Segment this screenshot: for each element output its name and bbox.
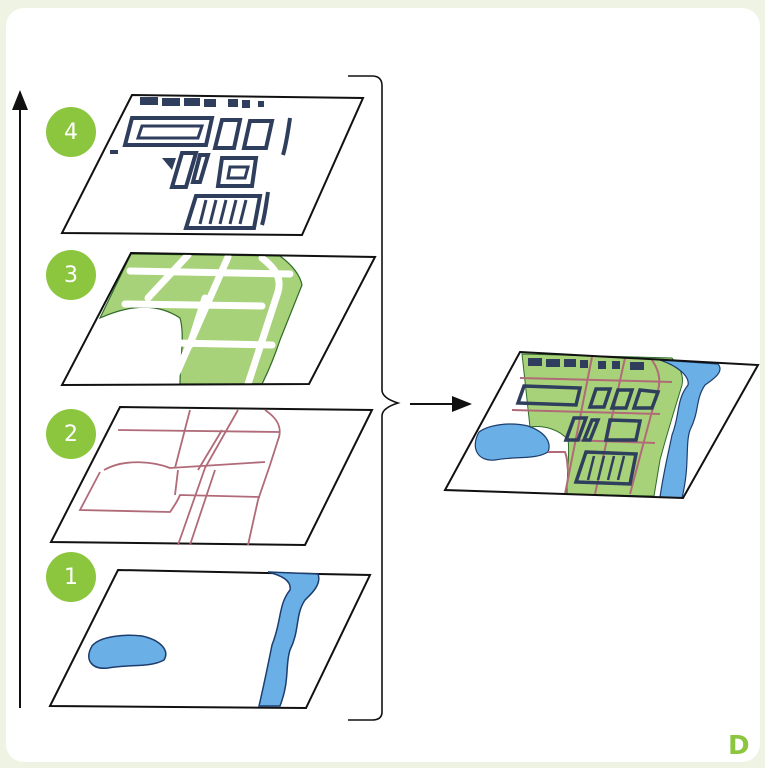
layer-1-water-bodies [48,568,372,710]
layers-bracket [348,75,401,721]
combined-map [443,350,760,500]
corner-letter: D [728,731,750,761]
layer-2-road-network [49,405,374,547]
layer-3-badge: 3 [46,250,96,300]
layer-3-green-parcels [60,251,377,388]
layer-4-buildings [60,93,365,237]
layer-4-badge: 4 [46,107,96,157]
layer-1-badge: 1 [46,552,96,602]
layer-2-badge: 2 [46,409,96,459]
